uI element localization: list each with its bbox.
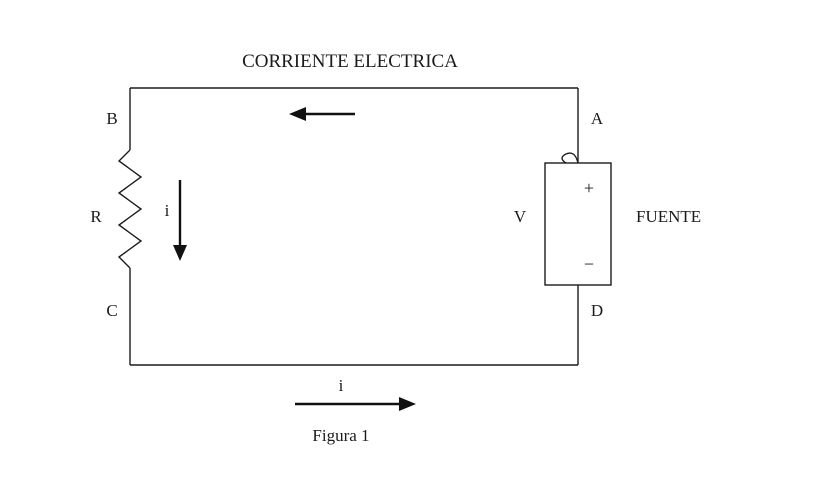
- figure-caption: Figura 1: [312, 426, 369, 445]
- resistor-current-label: i: [165, 201, 170, 220]
- node-label-d: D: [591, 301, 603, 320]
- battery-box: [544, 162, 612, 286]
- node-label-a: A: [591, 109, 604, 128]
- bottom-current-label: i: [339, 376, 344, 395]
- node-label-c: C: [106, 301, 117, 320]
- diagram-title: CORRIENTE ELECTRICA: [242, 51, 458, 72]
- source-name-label: FUENTE: [636, 207, 701, 226]
- battery-plus-sign: +: [584, 178, 594, 198]
- bottom-current-arrow-icon: [399, 397, 416, 411]
- battery-minus-sign: −: [584, 254, 594, 274]
- node-label-b: B: [106, 109, 117, 128]
- resistor-symbol: [117, 149, 143, 269]
- battery-terminal-curl-icon: [561, 152, 579, 164]
- voltage-label: V: [514, 207, 527, 226]
- resistor-current-arrow-icon: [173, 245, 187, 261]
- top-current-arrow-icon: [289, 107, 306, 121]
- resistor-label: R: [90, 207, 102, 226]
